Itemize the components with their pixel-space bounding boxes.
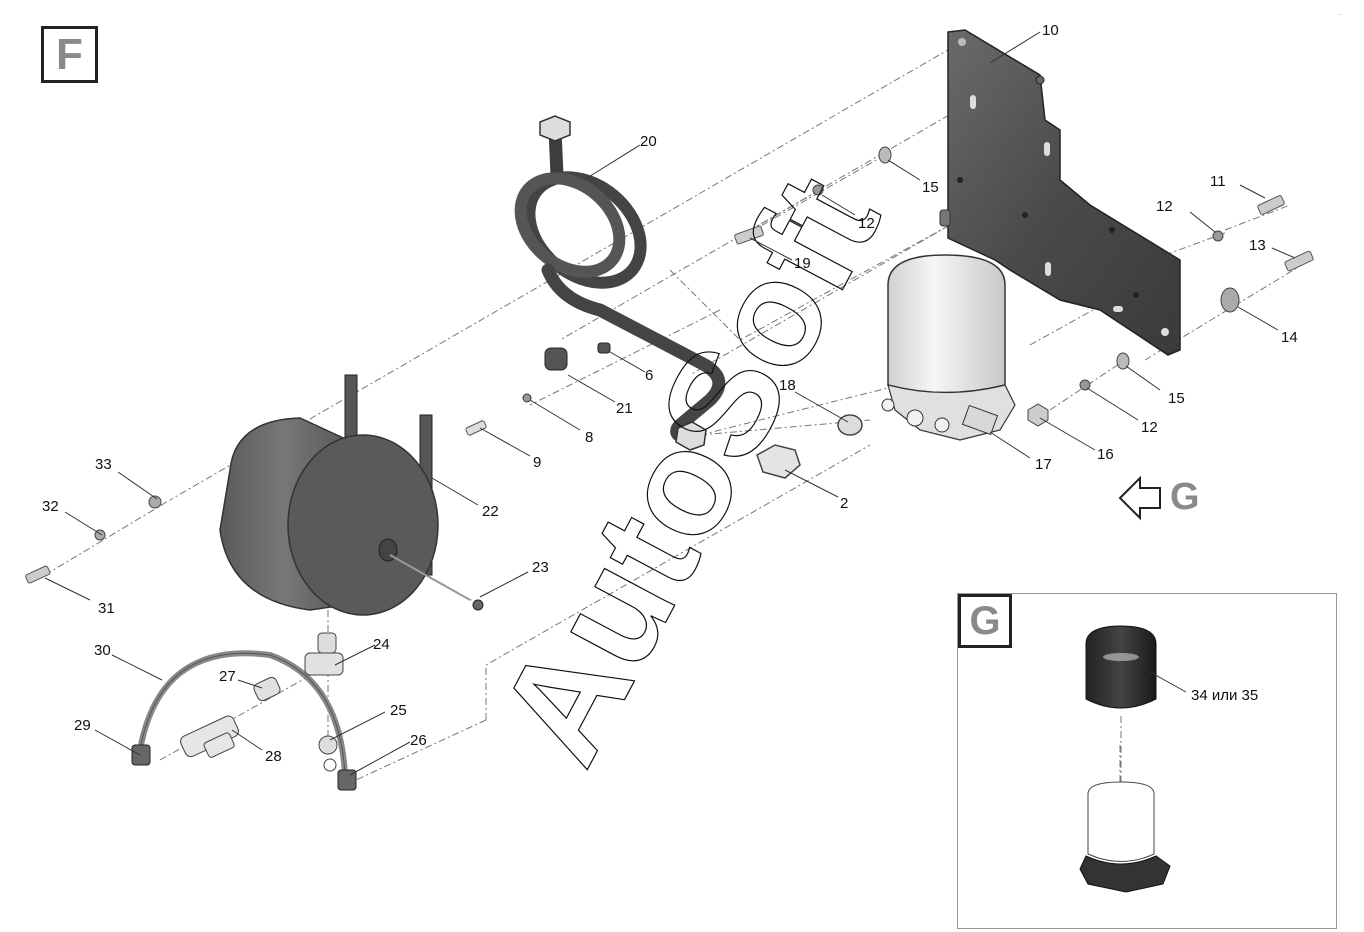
callout-16: 16 <box>1097 446 1114 463</box>
view-label-g: G <box>969 599 1001 643</box>
part-6-insert <box>597 342 611 354</box>
inset-label-box: G <box>958 594 1012 648</box>
callout-23: 23 <box>532 559 549 576</box>
part-9-bolt <box>465 420 487 436</box>
callout-2: 2 <box>840 495 848 512</box>
part-8-washer <box>522 393 532 403</box>
callout-31: 31 <box>98 600 115 617</box>
inset-canvas: 34 или 35 <box>1079 625 1258 893</box>
air-dryer-base <box>1079 781 1171 893</box>
tank-hardware <box>25 495 484 611</box>
corner-mark: .. <box>1338 8 1343 17</box>
part-34-35-filter-cartridge <box>1085 625 1157 709</box>
part-26-elbow <box>337 769 357 791</box>
fittings-group <box>465 342 611 436</box>
part-12-lockwasher <box>812 184 824 196</box>
callout-30: 30 <box>94 642 111 659</box>
part-2-nut <box>756 444 801 479</box>
part-15b-washer <box>1116 352 1130 370</box>
view-reference-label: G <box>1170 476 1200 518</box>
arrow-left-icon <box>1118 475 1161 521</box>
part-12c-lockwasher <box>1079 379 1091 391</box>
part-19-bolt <box>734 225 764 245</box>
callout-24: 24 <box>373 636 390 653</box>
part-17-air-dryer <box>881 254 1016 441</box>
callout-15-upper: 15 <box>922 179 939 196</box>
callout-28: 28 <box>265 748 282 765</box>
part-29-elbow <box>131 744 151 766</box>
callout-20: 20 <box>640 133 657 150</box>
callout-14: 14 <box>1281 329 1298 346</box>
callout-33: 33 <box>95 456 112 473</box>
callout-10: 10 <box>1042 22 1059 39</box>
callout-12-lower: 12 <box>1141 419 1158 436</box>
callout-25: 25 <box>390 702 407 719</box>
view-label-f: F <box>56 29 83 79</box>
part-25-ring <box>323 758 337 772</box>
inset-view-g: G 34 или 35 <box>957 593 1337 929</box>
view-g-reference <box>1118 475 1161 521</box>
part-10-mounting-plate <box>939 29 1181 356</box>
callout-21: 21 <box>616 400 633 417</box>
callout-19: 19 <box>794 255 811 272</box>
callout-34-35: 34 или 35 <box>1191 687 1258 704</box>
callout-11: 11 <box>1210 173 1226 190</box>
part-24-tee <box>304 632 344 676</box>
callout-labels: 2 6 8 9 10 11 12 12 12 13 14 15 15 16 17… <box>42 22 1298 765</box>
part-31-bolt <box>25 565 51 584</box>
part-27-adapter <box>253 676 281 702</box>
callout-29: 29 <box>74 717 91 734</box>
hose-assembly <box>131 632 357 791</box>
callout-17: 17 <box>1035 456 1052 473</box>
part-33-nut <box>148 495 162 509</box>
callout-32: 32 <box>42 498 59 515</box>
callout-12-right: 12 <box>1156 198 1173 215</box>
callout-8: 8 <box>585 429 593 446</box>
part-23-nut <box>472 599 484 611</box>
callout-9: 9 <box>533 454 541 471</box>
part-20-coiled-pipe <box>514 115 726 451</box>
part-16-nut <box>1027 403 1049 427</box>
callout-18: 18 <box>779 377 796 394</box>
callout-26: 26 <box>410 732 427 749</box>
right-hardware <box>734 146 1314 427</box>
callout-6: 6 <box>645 367 653 384</box>
part-22-air-tank <box>219 374 471 616</box>
callout-leaders <box>44 31 1296 776</box>
inset-leader <box>1149 671 1187 693</box>
part-21-grommet <box>544 347 568 371</box>
part-13-bolt <box>1284 250 1314 272</box>
part-11-bolt <box>1257 195 1285 215</box>
callout-22: 22 <box>482 503 499 520</box>
view-label-box: F <box>41 26 98 83</box>
part-28-valve <box>180 715 239 758</box>
callout-12-upper: 12 <box>858 215 875 232</box>
part-14-washer <box>1220 287 1240 313</box>
part-15-washer <box>878 146 892 164</box>
part-12b-lockwasher <box>1212 230 1224 242</box>
callout-27: 27 <box>219 668 236 685</box>
callout-15-lower: 15 <box>1168 390 1185 407</box>
part-25-cap <box>318 735 338 755</box>
callout-13: 13 <box>1249 237 1266 254</box>
